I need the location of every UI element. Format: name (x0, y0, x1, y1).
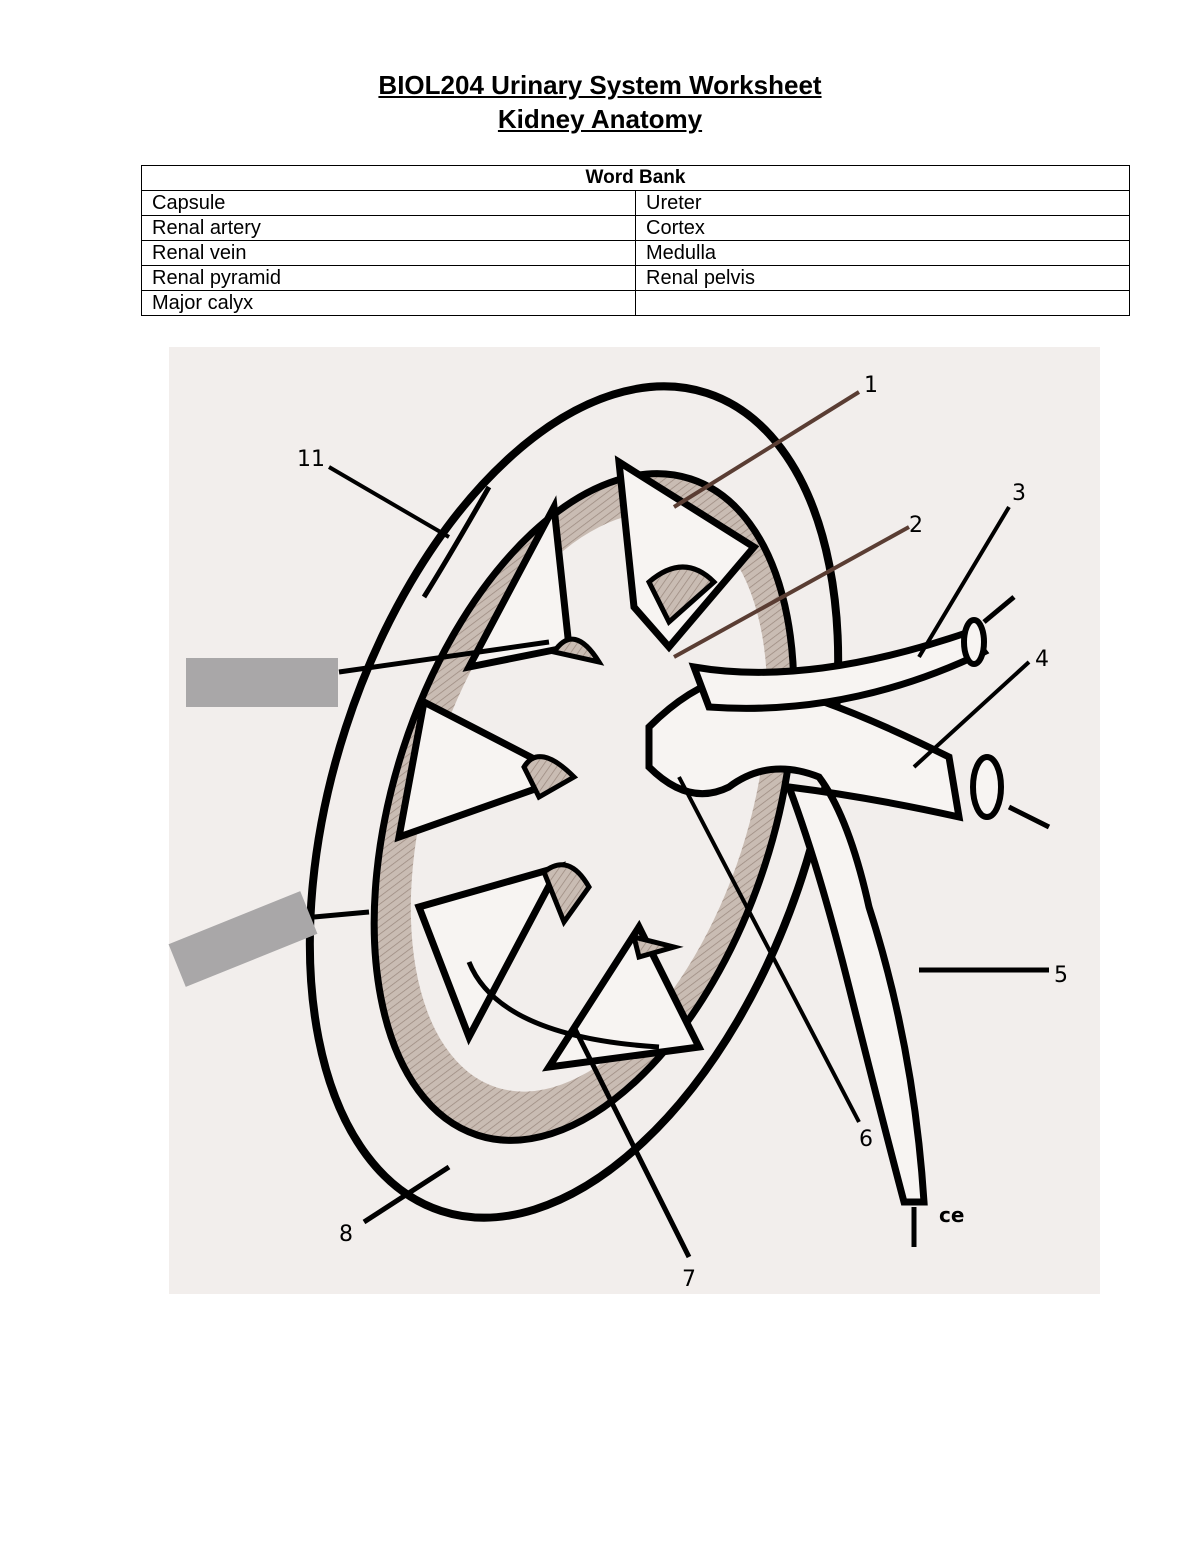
word-bank-cell: Cortex (635, 215, 1130, 241)
word-bank-cell: Medulla (635, 240, 1130, 266)
capsule-outline (305, 382, 843, 1222)
renal-artery-end (961, 617, 987, 667)
kidney-diagram: 1 2 3 4 5 6 7 8 11 ce (169, 347, 1100, 1294)
renal-papillae (521, 564, 718, 961)
word-bank-heading: Word Bank (141, 165, 1130, 191)
flow-arrows (421, 485, 1051, 1247)
label-7: 7 (682, 1267, 696, 1292)
word-bank-cell: Renal pyramid (141, 265, 636, 291)
label-1: 1 (864, 373, 878, 398)
table-row: Renal vein Medulla (141, 240, 1130, 266)
label-5: 5 (1054, 963, 1068, 988)
label-3: 3 (1012, 481, 1026, 506)
table-row: Renal artery Cortex (141, 215, 1130, 241)
word-bank-cell (635, 290, 1130, 316)
label-2: 2 (909, 513, 923, 538)
word-bank-cell: Renal pelvis (635, 265, 1130, 291)
renal-pelvis (645, 673, 964, 1206)
word-bank-cell: Ureter (635, 190, 1130, 216)
table-row: Major calyx (141, 290, 1130, 316)
label-answer-box (186, 658, 338, 707)
label-pointers (313, 390, 1049, 1259)
renal-vein-end (970, 754, 1004, 820)
table-row: Capsule Ureter (141, 190, 1130, 216)
table-row: Renal pyramid Renal pelvis (141, 265, 1130, 291)
label-ce: ce (939, 1203, 965, 1227)
label-6: 6 (859, 1127, 873, 1152)
kidney-drawing (305, 382, 1051, 1259)
word-bank-table: Word Bank Capsule Ureter Renal artery Co… (141, 165, 1130, 316)
label-11: 11 (297, 447, 325, 472)
word-bank-cell: Renal vein (141, 240, 636, 266)
label-4: 4 (1035, 647, 1049, 672)
word-bank-cell: Major calyx (141, 290, 636, 316)
worksheet-title: BIOL204 Urinary System Worksheet (378, 70, 822, 100)
worksheet-subtitle: Kidney Anatomy (497, 104, 703, 134)
renal-pyramids (394, 455, 760, 1072)
word-bank-cell: Renal artery (141, 215, 636, 241)
label-8: 8 (339, 1222, 353, 1247)
word-bank-cell: Capsule (141, 190, 636, 216)
